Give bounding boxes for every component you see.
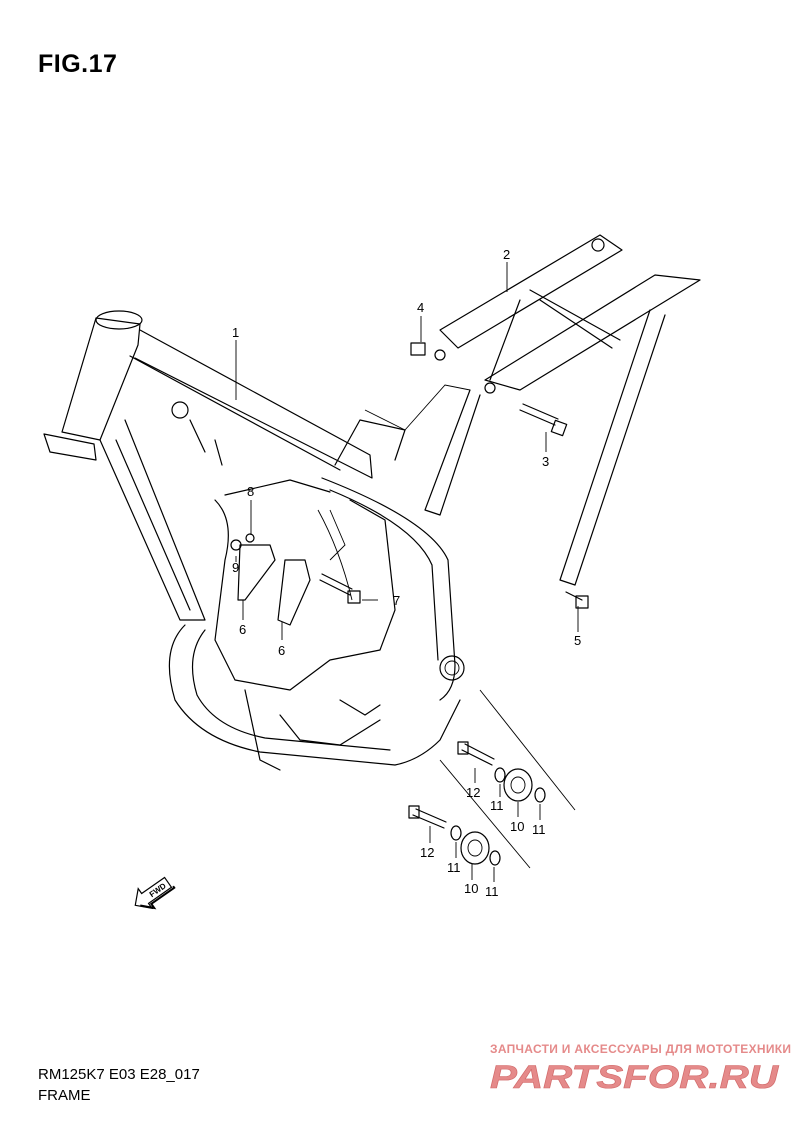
watermark-caption: ЗАПЧАСТИ И АКСЕССУАРЫ ДЛЯ МОТОТЕХНИКИ xyxy=(490,1042,792,1056)
alignment-lines xyxy=(364,384,576,869)
model-code: RM125K7 E03 E28_017 xyxy=(38,1066,200,1083)
callout-2: 2 xyxy=(503,247,510,262)
callout-11a: 11 xyxy=(490,798,504,813)
callout-9: 9 xyxy=(232,560,239,575)
figure-title: FIG.17 xyxy=(38,50,118,78)
callout-1: 1 xyxy=(232,325,239,340)
leader-lines xyxy=(235,262,579,882)
section-name: FRAME xyxy=(38,1087,91,1104)
rear-subframe xyxy=(424,234,701,586)
callout-8: 8 xyxy=(247,484,254,499)
callout-6b: 6 xyxy=(278,643,285,658)
callout-11d: 11 xyxy=(485,884,499,899)
callout-6a: 6 xyxy=(239,622,246,637)
fwd-arrow-icon: FWD xyxy=(134,876,176,910)
callout-10b: 10 xyxy=(464,881,478,896)
callout-7: 7 xyxy=(393,593,400,608)
callout-12b: 12 xyxy=(420,845,434,860)
callout-10a: 10 xyxy=(510,819,524,834)
watermark-logo-text: PARTSFOR.RU xyxy=(490,1059,779,1094)
callout-12a: 12 xyxy=(466,785,480,800)
callout-numbers: 1 2 3 4 5 6 6 7 8 9 10 10 11 11 11 11 12… xyxy=(232,247,581,899)
callout-4: 4 xyxy=(417,300,424,315)
watermark-logo: PARTSFOR.RU xyxy=(490,1059,779,1094)
hardware xyxy=(230,342,589,866)
callout-3: 3 xyxy=(542,454,549,469)
callout-5: 5 xyxy=(574,633,581,648)
callout-11b: 11 xyxy=(532,822,546,837)
main-frame xyxy=(43,310,465,771)
callout-11c: 11 xyxy=(447,860,461,875)
